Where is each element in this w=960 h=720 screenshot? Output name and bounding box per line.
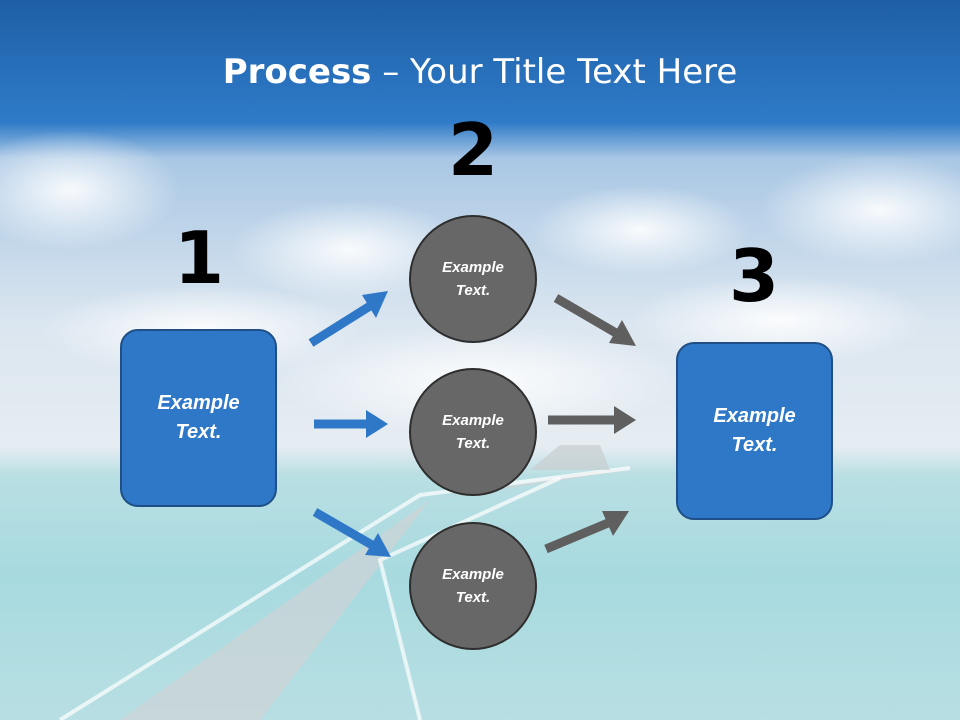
left-text-box: Example Text. [120, 329, 277, 507]
title-bold-part: Process [222, 52, 372, 92]
arrow-icon [308, 291, 388, 347]
right-box-text: Example Text. [713, 405, 796, 456]
right-text-box: Example Text. [676, 342, 833, 520]
circle-middle-text: Example Text. [442, 412, 504, 452]
circle-bottom: Example Text. [409, 522, 537, 650]
circle-bottom-text: Example Text. [442, 566, 504, 606]
arrow-icon [548, 406, 636, 434]
circle-middle: Example Text. [409, 368, 537, 496]
arrow-icon [553, 294, 636, 346]
slide-title: Process – Your Title Text Here [0, 52, 960, 92]
step-number-3: 3 [728, 234, 780, 318]
circle-top: Example Text. [409, 215, 537, 343]
title-rest-part: – Your Title Text Here [371, 52, 738, 92]
step-number-2: 2 [447, 108, 499, 192]
arrow-icon [544, 511, 629, 554]
arrow-icon [314, 410, 388, 438]
left-box-text: Example Text. [157, 392, 240, 443]
arrow-icon [312, 508, 391, 557]
circle-top-text: Example Text. [442, 259, 504, 299]
step-number-1: 1 [173, 216, 225, 300]
